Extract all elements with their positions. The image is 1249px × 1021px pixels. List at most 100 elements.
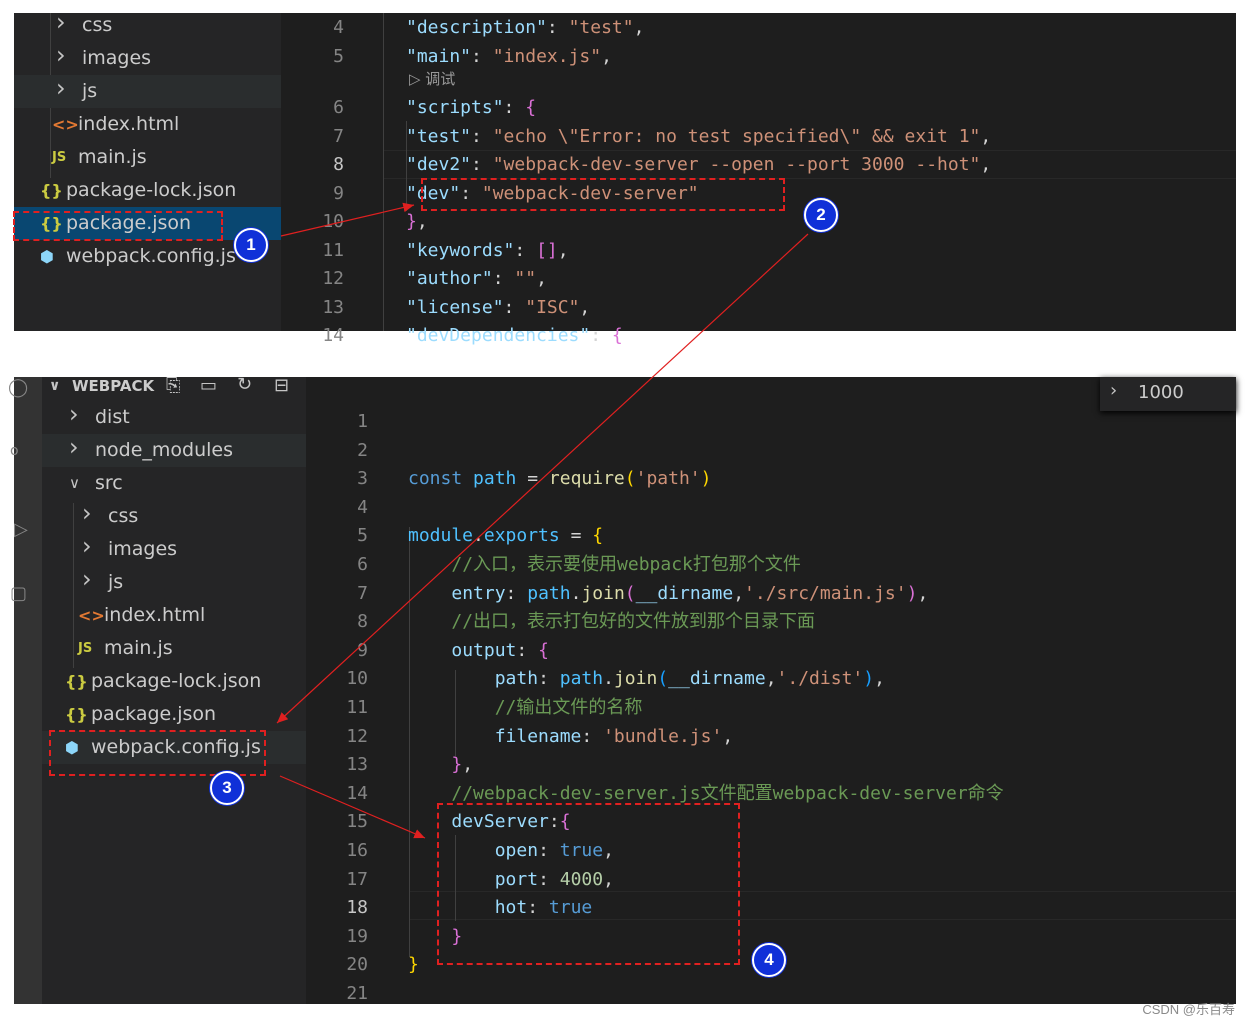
tree-item-js[interactable]: ›js [42, 565, 306, 599]
tree-item-webpack-config-js[interactable]: ⬢webpack.config.js [42, 731, 306, 764]
code-line[interactable]: "keywords": [], [406, 236, 569, 265]
code-line[interactable]: "author": "", [406, 264, 547, 293]
tree-item-label: package.json [66, 212, 192, 234]
code-line[interactable]: entry: path.join(__dirname,'./src/main.j… [408, 579, 928, 608]
code-token: ) [863, 668, 875, 690]
code-line[interactable]: "devDependencies": { [406, 321, 623, 350]
tree-item-dist[interactable]: ›dist [42, 400, 306, 434]
code-line[interactable]: devServer:{ [408, 807, 570, 836]
json-file-icon: {} [65, 705, 88, 724]
tree-item-index-html[interactable]: <>index.html [14, 108, 281, 141]
tree-item-images[interactable]: ›images [42, 532, 306, 566]
line-number: 6 [357, 554, 368, 575]
line-number: 5 [357, 525, 368, 547]
tree-item-label: css [82, 14, 113, 36]
code-line[interactable]: output: { [408, 636, 549, 665]
code-line[interactable]: filename: 'bundle.js', [408, 722, 733, 751]
code-token: [] [536, 240, 558, 261]
code-token: port [494, 868, 539, 890]
line-number: 2 [357, 439, 368, 461]
code-token: : [538, 668, 560, 690]
code-token: './dist' [776, 668, 864, 690]
code-token: : [503, 97, 526, 118]
tree-item-package-json[interactable]: {}package.json [42, 698, 306, 731]
html-file-icon: <> [78, 606, 105, 625]
code-token: 'bundle.js' [603, 725, 723, 747]
code-line[interactable]: "description": "test", [406, 13, 644, 42]
chevron-right-icon[interactable]: › [1110, 380, 1118, 401]
tree-item-src[interactable]: ∨src [42, 467, 306, 500]
code-token: } [451, 925, 463, 947]
chevron-right-icon: › [56, 41, 66, 69]
code-line[interactable]: port: 4000, [408, 865, 614, 894]
tree-item-label: index.html [104, 604, 206, 626]
code-token: hot [494, 897, 528, 919]
step-badge-1: 1 [234, 228, 268, 262]
code-line[interactable]: "dev2": "webpack-dev-server --open --por… [406, 150, 991, 179]
code-line[interactable]: //出口，表示打包好的文件放到那个目录下面 [408, 607, 815, 636]
code-line[interactable]: //webpack-dev-server.js文件配置webpack-dev-s… [408, 779, 1003, 808]
code-token: ( [624, 468, 636, 490]
chevron-right-icon: › [56, 8, 66, 36]
code-line[interactable]: } [408, 950, 419, 979]
code-token: , [557, 240, 569, 261]
line-number: 7 [357, 582, 368, 604]
code-indent-guide [383, 13, 384, 331]
code-line[interactable]: //入口，表示要使用webpack打包那个文件 [408, 550, 801, 579]
webpack-file-icon: ⬢ [40, 247, 54, 266]
codelens-debug[interactable]: ▷ 调试 [409, 70, 456, 88]
tree-item-package-lock-json[interactable]: {}package-lock.json [42, 665, 306, 698]
collapse-icon[interactable]: ⊟ [274, 375, 290, 396]
code-line[interactable]: const path = require('path') [408, 464, 711, 493]
code-line[interactable]: module.exports = { [408, 521, 603, 550]
source-control-icon[interactable]: ο [10, 443, 19, 459]
code-line[interactable]: }, [408, 750, 473, 779]
code-token: , [765, 668, 777, 690]
tree-item-label: main.js [78, 146, 147, 168]
code-token: "dev2" [406, 154, 472, 175]
code-token: __dirname [635, 582, 734, 604]
tree-item-node-modules[interactable]: ›node_modules [42, 433, 306, 467]
json-file-icon: {} [40, 214, 63, 233]
tree-item-images[interactable]: ›images [14, 41, 281, 75]
search-icon[interactable]: ◯ [8, 377, 29, 398]
code-token: { [538, 639, 549, 661]
code-token: 4000 [559, 868, 604, 890]
highlight-dev-script [421, 178, 785, 211]
code-token: output [451, 639, 517, 661]
code-line[interactable]: }, [406, 207, 428, 236]
code-line[interactable]: hot: true [408, 893, 593, 922]
new-file-icon[interactable]: ⎘ [166, 375, 181, 396]
code-line[interactable]: "main": "index.js", [406, 42, 612, 71]
tree-item-css[interactable]: › css [14, 8, 281, 42]
code-line[interactable]: "dev": "webpack-dev-server" [406, 179, 699, 208]
code-token: : [505, 582, 528, 604]
code-token: open [494, 840, 539, 861]
code-line[interactable]: "scripts": { [406, 93, 536, 122]
code-token: "devDependencies" [406, 325, 591, 346]
code-line[interactable]: open: true, [408, 836, 614, 865]
code-line[interactable]: "test": "echo \"Error: no test specified… [406, 122, 991, 151]
code-line[interactable]: } [408, 922, 462, 951]
code-line[interactable]: path: path.join(__dirname,'./dist'), [408, 664, 885, 693]
tree-item-label: src [95, 472, 123, 494]
tree-item-index-html[interactable]: <>index.html [42, 599, 306, 632]
find-input[interactable]: 1000 [1138, 382, 1184, 403]
tree-item-js[interactable]: ›js [14, 74, 281, 108]
code-token: ( [624, 582, 636, 604]
code-token: path [527, 582, 571, 604]
tree-item-webpack-config-js[interactable]: ⬢webpack.config.js [14, 240, 281, 273]
tree-item-css[interactable]: ›css [42, 499, 306, 533]
run-icon[interactable]: ▷ [14, 519, 28, 540]
extensions-icon[interactable]: ▢ [10, 583, 28, 604]
code-token: : [503, 297, 526, 318]
tree-item-package-lock-json[interactable]: {}package-lock.json [14, 174, 281, 207]
new-folder-icon[interactable]: ▭ [200, 375, 218, 396]
code-line[interactable]: "license": "ISC", [406, 293, 590, 322]
refresh-icon[interactable]: ↻ [237, 374, 253, 395]
code-line[interactable]: //输出文件的名称 [408, 693, 643, 722]
find-widget[interactable]: › 1000 [1100, 377, 1236, 411]
